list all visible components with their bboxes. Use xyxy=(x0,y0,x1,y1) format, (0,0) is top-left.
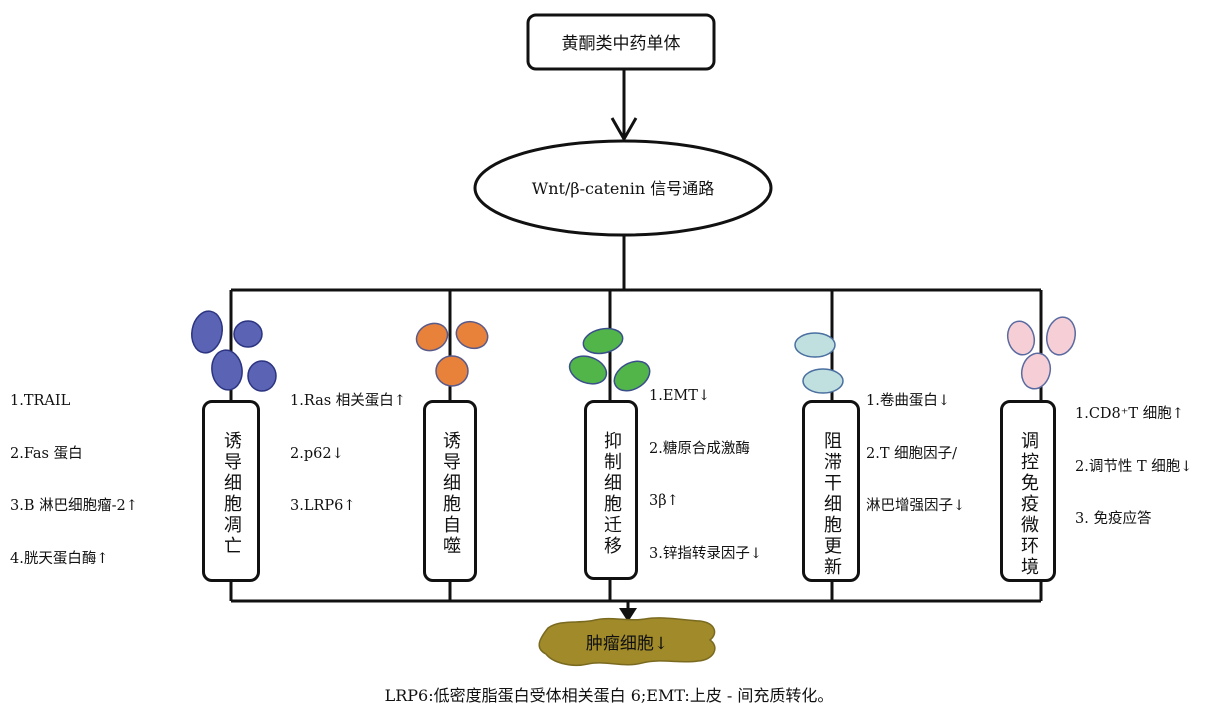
process-box-apoptosis: 诱导细胞凋亡 xyxy=(202,400,260,582)
marker-item: 2.调节性 T 细胞↓ xyxy=(1075,458,1193,475)
marker-item: 2.p62↓ xyxy=(290,445,344,462)
marker-item: 2.Fas 蛋白 xyxy=(10,445,83,462)
process-box-label: 诱导细胞凋亡 xyxy=(221,431,242,557)
cell xyxy=(1020,352,1052,390)
process-box-label: 诱导细胞自噬 xyxy=(440,431,461,557)
cell xyxy=(435,355,469,387)
figure-caption: LRP6:低密度脂蛋白受体相关蛋白 6;EMT:上皮 - 间充质转化。 xyxy=(384,686,834,705)
cell-cluster-2 xyxy=(415,320,489,387)
process-box-immune: 调控免疫微环境 xyxy=(1000,400,1056,582)
marker-list-immune: 1.CD8⁺T 细胞↑ 2.调节性 T 细胞↓ 3. 免疫应答 xyxy=(1075,371,1192,546)
process-box-migration: 抑制细胞迁移 xyxy=(584,400,638,580)
top-box xyxy=(526,13,716,71)
top-box-label: 黄酮类中药单体 xyxy=(562,34,681,54)
cell xyxy=(802,368,844,394)
cell xyxy=(1006,320,1036,356)
cell xyxy=(1045,316,1077,356)
marker-item: 3.锌指转录因子↓ xyxy=(649,545,762,562)
cell xyxy=(415,322,449,352)
marker-item: 1.Ras 相关蛋白↑ xyxy=(290,393,406,409)
cell xyxy=(568,355,608,385)
result-label: 肿瘤细胞↓ xyxy=(586,634,668,654)
marker-list-apoptosis: 1.TRAIL 2.Fas 蛋白 3.B 淋巴细胞瘤-2↑ 4.胱天蛋白酶↑ xyxy=(10,358,138,586)
marker-item: 2.糖原合成激酶 xyxy=(649,440,750,457)
cell-cluster-1 xyxy=(191,310,277,392)
marker-item: 1.卷曲蛋白↓ xyxy=(866,393,950,409)
marker-item: 1.CD8⁺T 细胞↑ xyxy=(1075,406,1184,422)
cell xyxy=(582,327,624,355)
cell-cluster-3 xyxy=(568,327,651,392)
cell xyxy=(247,360,277,392)
marker-list-stem-cell: 1.卷曲蛋白↓ 2.T 细胞因子/ 淋巴增强因子↓ xyxy=(866,358,965,533)
marker-item: 1.TRAIL xyxy=(10,393,71,409)
process-box-label: 阻滞干细胞更新 xyxy=(821,431,842,578)
marker-list-autophagy: 1.Ras 相关蛋白↑ 2.p62↓ 3.LRP6↑ xyxy=(290,358,406,533)
cell-cluster-4 xyxy=(794,332,844,394)
cell-cluster-5 xyxy=(1006,316,1077,390)
process-box-label: 调控免疫微环境 xyxy=(1018,431,1039,578)
marker-item: 2.T 细胞因子/ xyxy=(866,445,957,462)
marker-list-migration: 1.EMT↓ 2.糖原合成激酶 3β↑ 3.锌指转录因子↓ xyxy=(649,353,762,581)
cell xyxy=(613,360,651,392)
tumor-blob xyxy=(538,617,716,666)
process-box-autophagy: 诱导细胞自噬 xyxy=(423,400,477,582)
cell xyxy=(191,310,223,354)
marker-item: 4.胱天蛋白酶↑ xyxy=(10,550,109,567)
marker-item: 3. 免疫应答 xyxy=(1075,511,1152,527)
pathway-label: Wnt/β-catenin 信号通路 xyxy=(532,179,714,198)
process-box-label: 抑制细胞迁移 xyxy=(601,431,622,557)
cell xyxy=(233,320,263,348)
marker-item: 3.LRP6↑ xyxy=(290,498,356,514)
arrow-head-2 xyxy=(619,608,637,622)
marker-item: 淋巴增强因子↓ xyxy=(866,498,966,514)
marker-item: 3β↑ xyxy=(649,493,679,509)
marker-item: 3.B 淋巴细胞瘤-2↑ xyxy=(10,498,138,514)
cell xyxy=(455,320,489,350)
process-box-stem-cell: 阻滞干细胞更新 xyxy=(802,400,860,582)
cell xyxy=(211,349,243,391)
cell xyxy=(794,332,836,358)
marker-item: 1.EMT↓ xyxy=(649,388,711,404)
arrow-head-1 xyxy=(610,117,638,143)
